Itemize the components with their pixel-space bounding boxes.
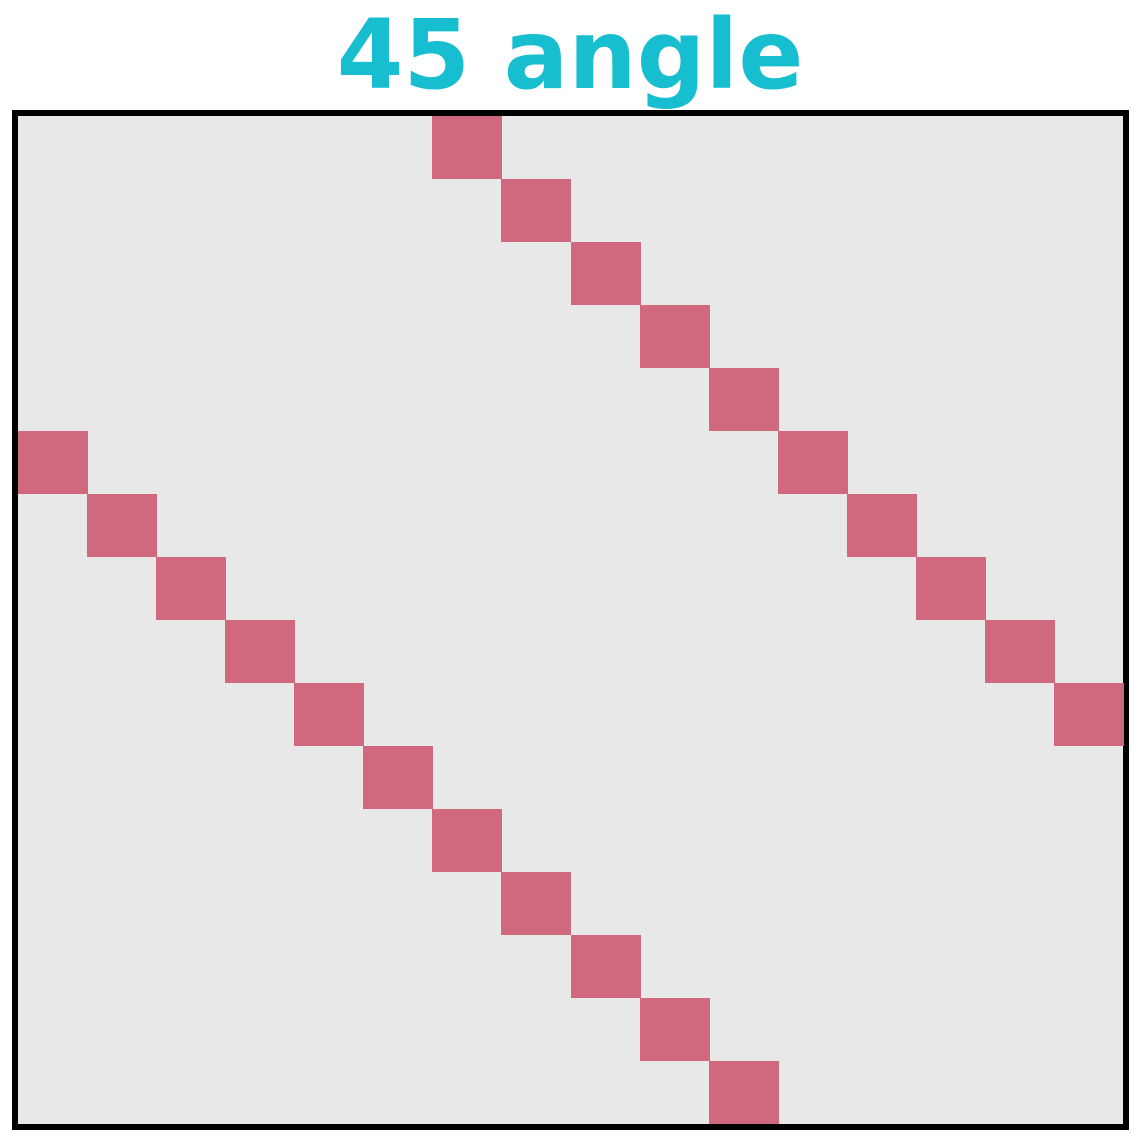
filled-cell (501, 872, 572, 935)
filled-cell (708, 1061, 779, 1124)
filled-cell (915, 557, 986, 620)
filled-cell (294, 683, 365, 746)
filled-cell (156, 557, 227, 620)
filled-cell (570, 242, 641, 305)
filled-cell (777, 431, 848, 494)
filled-cell (225, 620, 296, 683)
filled-cell (639, 998, 710, 1061)
filled-cell (708, 368, 779, 431)
filled-cell (18, 431, 88, 494)
filled-cell (501, 179, 572, 242)
filled-cell (846, 494, 917, 557)
diagram-title: 45 angle (336, 0, 804, 111)
pixel-grid (12, 110, 1129, 1130)
filled-cell (570, 935, 641, 998)
filled-cell (1053, 683, 1124, 746)
filled-cell (639, 305, 710, 368)
filled-cell (984, 620, 1055, 683)
filled-cell (432, 116, 503, 179)
filled-cell (363, 746, 434, 809)
filled-cell (87, 494, 158, 557)
filled-cell (432, 809, 503, 872)
